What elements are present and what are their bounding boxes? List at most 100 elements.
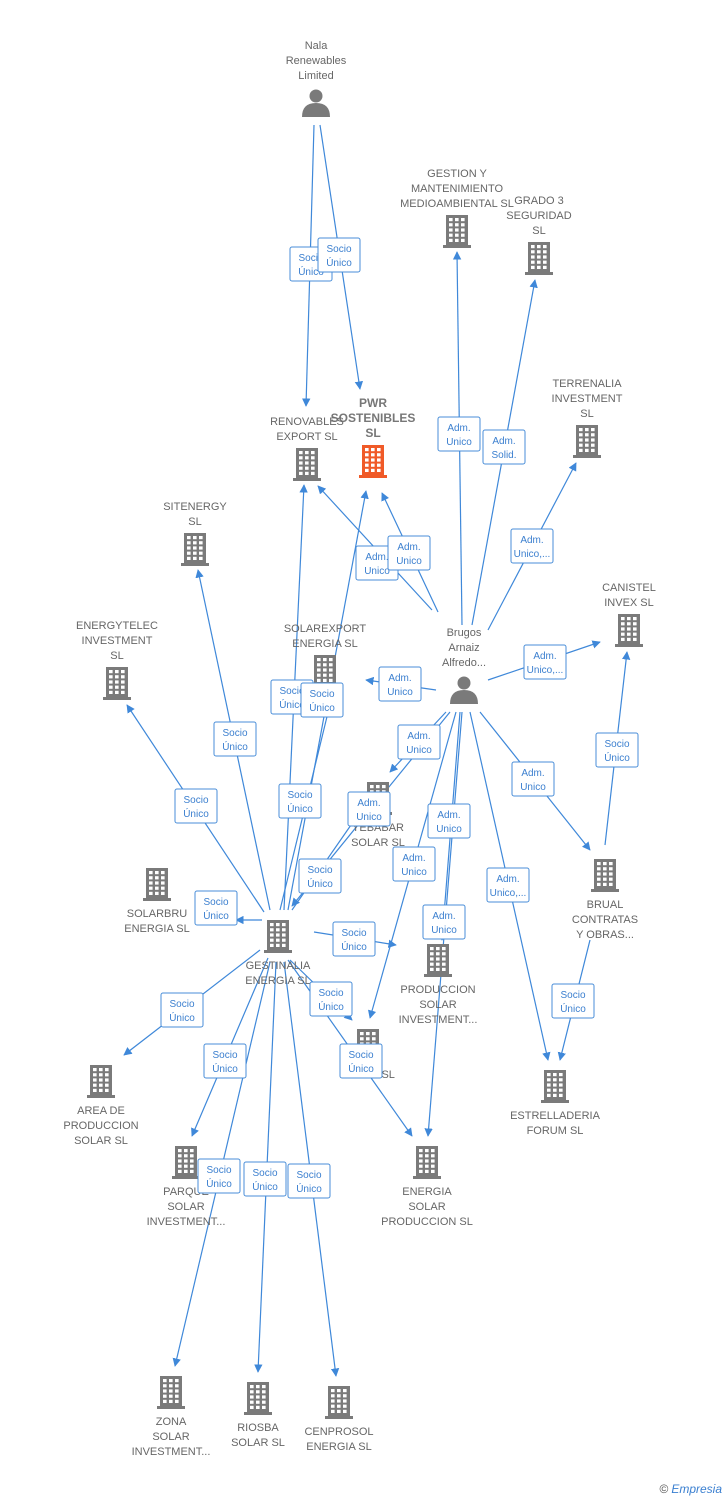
building-window [455, 233, 459, 237]
edge-label-brugos-canistel[interactable]: Adm.Unico,... [523, 644, 567, 680]
building-window [543, 245, 547, 249]
edge-label-text: Unico [431, 925, 457, 936]
building-window [609, 877, 613, 881]
building-window [343, 1404, 347, 1408]
edge-label-brugos-solarexport[interactable]: Adm.Unico [378, 666, 422, 702]
building-window [282, 923, 286, 927]
building-window [115, 685, 119, 689]
building-window [382, 785, 386, 789]
edge-label-brugos-estrella[interactable]: Adm.Unico,... [486, 867, 530, 903]
node-label-line: SL [580, 408, 593, 420]
edge-label-text: Unico [406, 745, 432, 756]
building-window [155, 876, 159, 880]
building-window [184, 1149, 188, 1153]
edge-label-box [160, 992, 204, 1028]
edge-label-brugos-pwr[interactable]: Adm.Unico [387, 535, 431, 571]
footer-brand[interactable]: ©Empresia [659, 1482, 722, 1496]
building-window [377, 463, 381, 467]
edge-label-brugos-grado3[interactable]: Adm.Solid. [482, 429, 526, 465]
edge-label-brugos-yebabar[interactable]: Adm. Unico [397, 724, 441, 760]
node-zona[interactable]: ZONASOLARINVESTMENT... [132, 1376, 211, 1458]
edge-label-brugos-energiasolar[interactable]: Adm.Unico [422, 904, 466, 940]
node-label-line: ENERGIA [402, 1186, 452, 1198]
building-window [360, 1037, 364, 1041]
edge-label-text: Unico,... [490, 888, 527, 899]
building-window [591, 448, 595, 452]
edge-label-brugos-terrenalia[interactable]: Adm.Unico,... [510, 528, 554, 564]
building-window [461, 238, 465, 242]
edge-label-brugos-solarmid[interactable]: Adm.Unico [392, 846, 436, 882]
building-window [425, 1159, 429, 1163]
node-parque[interactable]: PARQUESOLARINVESTMENT... [147, 1146, 226, 1228]
building-window [603, 877, 607, 881]
building-window [603, 867, 607, 871]
building-window [105, 1078, 109, 1082]
edge-label-text: Socio [169, 999, 194, 1010]
building-window [537, 255, 541, 259]
building-window [621, 627, 625, 631]
node-brugos[interactable]: BrugosArnaizAlfredo... [442, 627, 486, 704]
edge-label-text: Adm. [447, 423, 470, 434]
building-window [161, 881, 165, 885]
building-window [199, 556, 203, 560]
building-window [371, 448, 375, 452]
building-window [178, 1154, 182, 1158]
node-prodsolar[interactable]: PRODUCCIONSOLARINVESTMENT... [399, 944, 478, 1026]
node-label-line: SITENERGY [163, 501, 227, 513]
node-label-line: ENERGIA SL [306, 1441, 371, 1453]
building-window [366, 1037, 370, 1041]
building-window [461, 223, 465, 227]
edge-label-text: Unico [520, 782, 546, 793]
edge-label-brugos-gestinalia[interactable]: Adm.Unico [347, 791, 391, 827]
building-window [115, 670, 119, 674]
edge-label-brugos-gestmant[interactable]: Adm.Unico [437, 416, 481, 452]
edge-label-text: Adm. [407, 731, 430, 742]
building-window [193, 556, 197, 560]
building-window [184, 1169, 188, 1173]
node-label-line: TERRENALIA [552, 378, 622, 390]
building-window [175, 1399, 179, 1403]
building-window [543, 255, 547, 259]
edge-label-brugos-prodsolar[interactable]: Adm.Unico [427, 803, 471, 839]
building-window [377, 453, 381, 457]
edge-label-text: Único [341, 940, 367, 953]
edge-label-brugos-brual[interactable]: Adm.Unico [511, 761, 555, 797]
node-label-line: SOLAR SL [74, 1135, 128, 1147]
edge-label-text: Adm. [397, 542, 420, 553]
